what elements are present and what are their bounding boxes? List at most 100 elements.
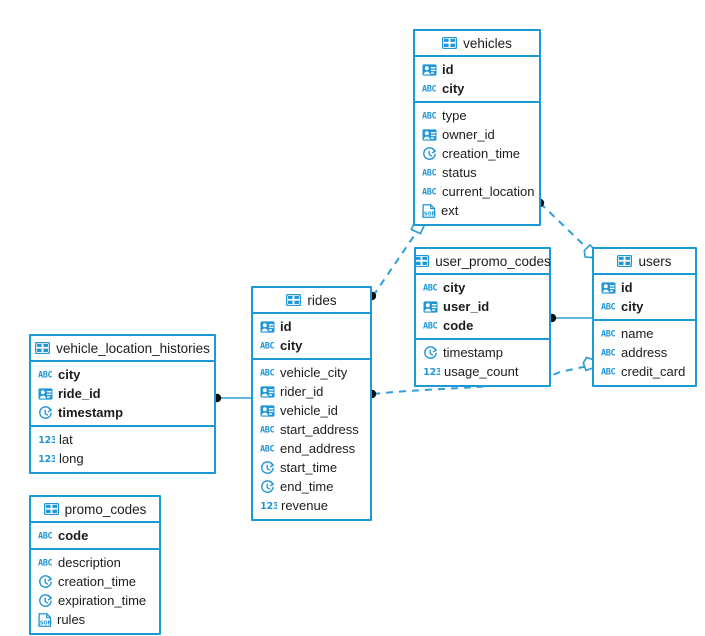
column-name: rules (57, 612, 86, 627)
column-row[interactable]: rider_id (253, 382, 370, 401)
primary-key-row[interactable]: ABC code (31, 526, 159, 545)
primary-key-row[interactable]: id (594, 278, 695, 297)
column-row[interactable]: ABC vehicle_city (253, 363, 370, 382)
column-name: code (58, 528, 89, 543)
column-name: user_id (443, 299, 490, 314)
id-badge-icon (38, 387, 53, 400)
column-row[interactable]: JSON ext (415, 201, 539, 220)
column-row[interactable]: vehicle_id (253, 401, 370, 420)
column-row[interactable]: ABC status (415, 163, 539, 182)
svg-text:ABC: ABC (601, 302, 616, 311)
column-name: start_address (280, 422, 359, 437)
column-row[interactable]: 123 revenue (253, 496, 370, 515)
column-row[interactable]: ABC type (415, 106, 539, 125)
connector-user_promo_codes-to-users[interactable] (547, 313, 592, 323)
column-name: address (621, 345, 668, 360)
primary-key-row[interactable]: timestamp (31, 403, 214, 422)
table-node-rides[interactable]: rides id ABC city ABC vehicle_city rider… (251, 286, 372, 521)
json-document-icon: JSON (38, 612, 52, 627)
id-badge-icon (601, 281, 616, 294)
column-row[interactable]: ABC current_location (415, 182, 539, 201)
table-grid-icon (442, 37, 458, 49)
column-section: ABC name ABC address ABC credit_card (594, 321, 695, 385)
abc-text-icon: ABC (423, 282, 438, 293)
column-name: lat (59, 432, 73, 447)
column-row[interactable]: ABC address (594, 343, 695, 362)
primary-key-section: id ABC city (253, 314, 370, 360)
column-row[interactable]: expiration_time (31, 591, 159, 610)
primary-key-section: ABC city user_id ABC code (416, 275, 549, 340)
123-number-icon: 123 (38, 434, 55, 446)
table-grid-icon (617, 255, 633, 267)
column-row[interactable]: ABC end_address (253, 439, 370, 458)
table-header-users[interactable]: users (594, 249, 695, 275)
primary-key-row[interactable]: user_id (416, 297, 549, 316)
table-header-vehicles[interactable]: vehicles (415, 31, 539, 57)
column-name: current_location (442, 184, 535, 199)
column-row[interactable]: JSON rules (31, 610, 159, 629)
column-name: ride_id (58, 386, 101, 401)
column-name: creation_time (58, 574, 137, 589)
column-row[interactable]: 123 lat (31, 430, 214, 449)
table-header-vehicle_location_histories[interactable]: vehicle_location_histories (31, 336, 214, 362)
table-header-user_promo_codes[interactable]: user_promo_codes (414, 249, 551, 275)
clock-icon (38, 574, 53, 589)
table-header-rides[interactable]: rides (253, 288, 370, 314)
abc-text-icon: ABC (423, 320, 438, 331)
id-badge-icon (260, 404, 275, 417)
primary-key-row[interactable]: id (253, 317, 370, 336)
column-row[interactable]: 123 usage_count (416, 362, 549, 381)
abc-text-icon: ABC (601, 347, 616, 358)
column-row[interactable]: end_time (253, 477, 370, 496)
connector-line (372, 229, 419, 297)
column-row[interactable]: 123 long (31, 449, 214, 468)
column-row[interactable]: creation_time (415, 144, 539, 163)
primary-key-row[interactable]: ABC city (594, 297, 695, 316)
table-node-vehicle_location_histories[interactable]: vehicle_location_histories ABC city ride… (29, 334, 216, 474)
column-row[interactable]: ABC start_address (253, 420, 370, 439)
primary-key-row[interactable]: ABC code (416, 316, 549, 335)
column-row[interactable]: creation_time (31, 572, 159, 591)
column-name: usage_count (444, 364, 519, 379)
table-grid-icon (35, 342, 51, 354)
table-node-promo_codes[interactable]: promo_codes ABC code ABC description cre… (29, 495, 161, 635)
column-row[interactable]: ABC credit_card (594, 362, 695, 381)
column-row[interactable]: ABC description (31, 553, 159, 572)
primary-key-section: id ABC city (594, 275, 695, 321)
svg-text:ABC: ABC (422, 168, 437, 177)
svg-text:ABC: ABC (38, 531, 53, 540)
abc-text-icon: ABC (422, 83, 437, 94)
column-section: ABC type owner_id creation_time ABC stat… (415, 103, 539, 224)
connector-vehicle_location_histories-to-rides[interactable] (212, 393, 251, 403)
table-title: user_promo_codes (435, 253, 551, 269)
primary-key-row[interactable]: id (415, 60, 539, 79)
column-row[interactable]: timestamp (416, 343, 549, 362)
primary-key-row[interactable]: ride_id (31, 384, 214, 403)
column-row[interactable]: ABC name (594, 324, 695, 343)
column-name: creation_time (442, 146, 521, 161)
primary-key-row[interactable]: ABC city (415, 79, 539, 98)
column-name: description (58, 555, 121, 570)
column-name: credit_card (621, 364, 686, 379)
clock-icon (423, 345, 438, 360)
primary-key-row[interactable]: ABC city (31, 365, 214, 384)
primary-key-section: id ABC city (415, 57, 539, 103)
column-name: end_address (280, 441, 356, 456)
primary-key-row[interactable]: ABC city (253, 336, 370, 355)
primary-key-row[interactable]: ABC city (416, 278, 549, 297)
svg-text:ABC: ABC (38, 370, 53, 379)
table-header-promo_codes[interactable]: promo_codes (31, 497, 159, 523)
table-grid-icon (286, 294, 302, 306)
column-row[interactable]: owner_id (415, 125, 539, 144)
table-node-user_promo_codes[interactable]: user_promo_codes ABC city user_id ABC co… (414, 247, 551, 387)
svg-text:123: 123 (260, 501, 277, 511)
table-node-vehicles[interactable]: vehicles id ABC city ABC type owner_id c… (413, 29, 541, 226)
column-row[interactable]: start_time (253, 458, 370, 477)
column-name: city (621, 299, 644, 314)
column-name: ext (441, 203, 459, 218)
abc-text-icon: ABC (260, 367, 275, 378)
table-node-users[interactable]: users id ABC city ABC name ABC address A… (592, 247, 697, 387)
table-grid-icon (414, 255, 430, 267)
abc-text-icon: ABC (601, 328, 616, 339)
